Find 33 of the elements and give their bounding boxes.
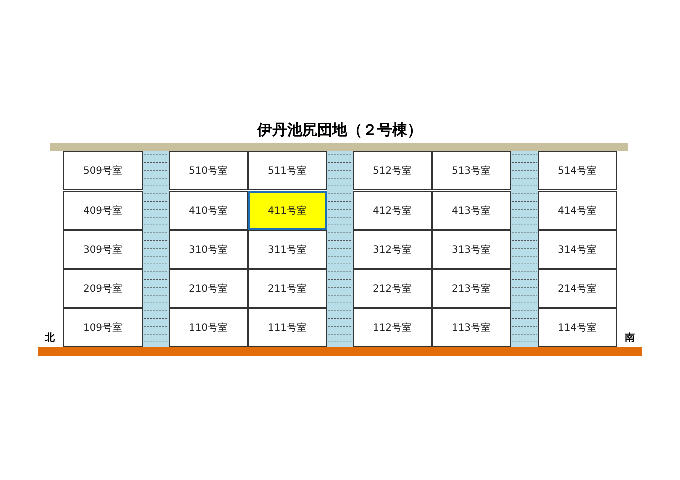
room-box: 510号室 bbox=[169, 151, 248, 190]
room-box: 110号室 bbox=[169, 308, 248, 347]
room-box: 314号室 bbox=[538, 230, 617, 269]
room-box: 109号室 bbox=[63, 308, 143, 347]
room-box: 210号室 bbox=[169, 269, 248, 308]
room-box: 212号室 bbox=[353, 269, 432, 308]
room-box: 112号室 bbox=[353, 308, 432, 347]
room-box: 211号室 bbox=[248, 269, 327, 308]
room-box: 509号室 bbox=[63, 151, 143, 190]
room-box: 309号室 bbox=[63, 230, 143, 269]
room-box: 409号室 bbox=[63, 191, 143, 230]
room-box: 414号室 bbox=[538, 191, 617, 230]
direction-label: 北 bbox=[45, 332, 55, 345]
direction-label: 南 bbox=[625, 332, 635, 345]
room-box: 413号室 bbox=[432, 191, 511, 230]
room-box: 512号室 bbox=[353, 151, 432, 190]
room-box: 214号室 bbox=[538, 269, 617, 308]
room-box: 111号室 bbox=[248, 308, 327, 347]
room-box: 310号室 bbox=[169, 230, 248, 269]
room-box: 213号室 bbox=[432, 269, 511, 308]
room-box: 209号室 bbox=[63, 269, 143, 308]
room-box: 513号室 bbox=[432, 151, 511, 190]
room-box: 312号室 bbox=[353, 230, 432, 269]
room-box: 410号室 bbox=[169, 191, 248, 230]
room-box: 412号室 bbox=[353, 191, 432, 230]
highlighted-room-box: 411号室 bbox=[248, 191, 327, 230]
title: 伊丹池尻団地（２号棟） bbox=[258, 121, 422, 139]
room-box: 511号室 bbox=[248, 151, 327, 190]
room-box: 313号室 bbox=[432, 230, 511, 269]
room-box: 311号室 bbox=[248, 230, 327, 269]
room-box: 113号室 bbox=[432, 308, 511, 347]
room-box: 514号室 bbox=[538, 151, 617, 190]
room-box: 114号室 bbox=[538, 308, 617, 347]
